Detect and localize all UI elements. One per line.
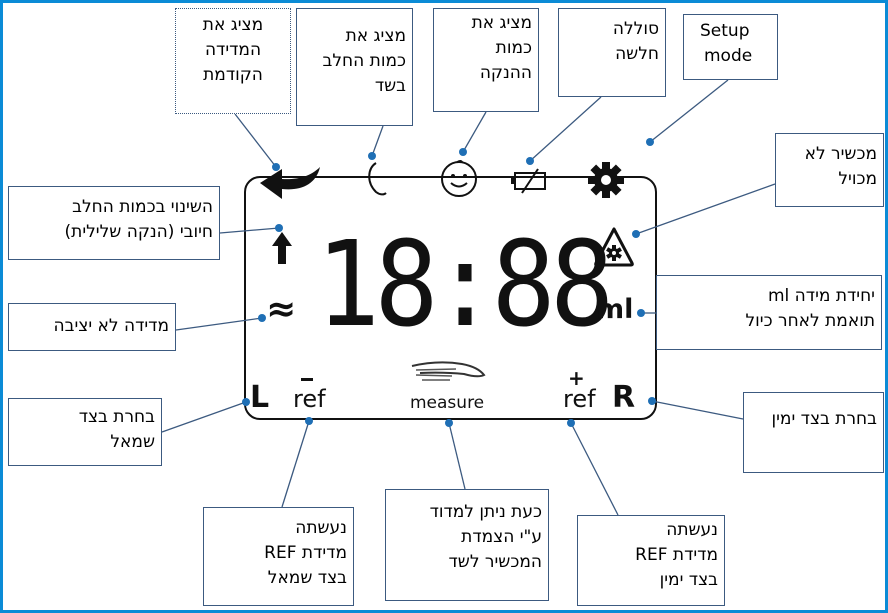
measure-label: measure	[410, 393, 485, 413]
callout-low-battery: סוללה חלשה	[558, 8, 666, 97]
callout-milk-change: השינוי בכמות החלב חיובי (הנקה שלילית)	[8, 186, 220, 260]
baby-face-icon	[441, 159, 477, 197]
callout-feeding-amount: מציג את כמות ההנקה	[433, 8, 539, 112]
battery-low-icon	[511, 168, 546, 194]
ref-left-minus	[301, 378, 313, 381]
approx-icon: ≈	[266, 289, 297, 330]
right-side-label: R	[612, 380, 636, 415]
callout-ref-left: נעשתה מדידת REF בצד שמאל	[203, 507, 354, 606]
callout-ref-right: נעשתה מדידת REF בצד ימין	[577, 515, 725, 606]
unit-label: ml	[596, 294, 634, 325]
callout-previous-measure: מציג את המדידה הקודמת	[175, 8, 291, 114]
callout-ml-unit: יחידת מידה ml תואמת לאחר כיול	[656, 275, 882, 350]
gear-icon	[588, 162, 624, 198]
callout-not-calibrated: מכשיר לא מכויל	[775, 133, 884, 207]
hand-icon	[411, 361, 486, 381]
ref-right-label: ref	[563, 385, 596, 413]
callout-left-select: בחרת בצד שמאל	[8, 398, 162, 466]
callout-right-select: בחרת בצד ימין	[743, 392, 884, 473]
callout-measure-now: כעת ניתן למדוד ע"י הצמדת המכשיר לשד	[385, 489, 549, 601]
callout-unstable: מדידה לא יציבה	[8, 303, 176, 351]
callout-setup-mode: Setup mode	[683, 14, 778, 80]
back-arrow-icon	[260, 167, 320, 199]
lcd-digits: 18:88	[316, 215, 614, 353]
calibration-warning-icon	[594, 227, 634, 267]
ref-right-plus: +	[568, 366, 585, 390]
callout-milk-in-breast: מציג את כמות החלב בשד	[296, 8, 413, 126]
left-side-label: L	[250, 380, 270, 415]
up-arrow-icon	[272, 232, 292, 264]
ref-left-label: ref	[293, 385, 326, 413]
moon-icon	[368, 162, 387, 196]
